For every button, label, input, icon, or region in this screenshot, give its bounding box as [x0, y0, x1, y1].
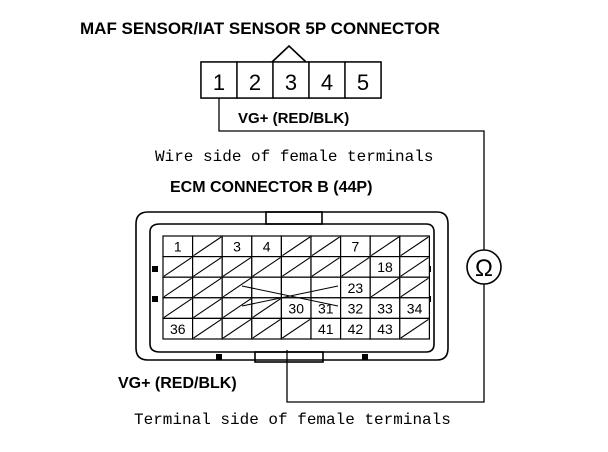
maf-to-meter-wire: [218, 98, 485, 250]
unused-slash: [252, 298, 281, 318]
maf-pin-cell: [236, 61, 274, 99]
maf-pin-number: 1: [213, 70, 225, 95]
maf-pin-cell: [308, 61, 346, 99]
ecm-terminal-number: 7: [352, 239, 360, 255]
unused-slash: [163, 277, 192, 298]
unused-slash: [252, 257, 281, 277]
maf-pin-number: 3: [285, 70, 297, 95]
unused-slash: [400, 318, 429, 339]
ohm-symbol: Ω: [475, 255, 493, 282]
unused-slash: [193, 257, 222, 277]
ecm-terminal-number: 30: [288, 300, 304, 316]
maf-wire-label: VG+ (RED/BLK): [238, 110, 349, 127]
ecm-unused-terminal: [251, 276, 283, 299]
maf-pin-number: 2: [249, 70, 261, 95]
ecm-terminal-number: 42: [348, 321, 364, 337]
ecm-terminal-number: 4: [263, 239, 271, 255]
ecm-terminal-number: 3: [233, 239, 241, 255]
maf-pin-cell: [344, 61, 382, 99]
unused-slash: [252, 318, 281, 339]
unused-slash: [370, 236, 400, 257]
unused-slash: [193, 277, 222, 298]
ecm-terminal-number: 41: [318, 321, 334, 337]
maf-pin-number: 5: [357, 70, 369, 95]
ecm-terminal-number: 43: [377, 321, 393, 337]
unused-slash: [282, 236, 311, 257]
unused-slash: [222, 298, 252, 318]
unused-slash: [341, 257, 370, 277]
ecm-view-note: Terminal side of female terminals: [134, 411, 451, 429]
unused-slash: [282, 257, 311, 277]
ecm-wire-label: VG+ (RED/BLK): [118, 375, 237, 392]
unused-slash: [311, 236, 340, 257]
ecm-terminal-number: 1: [174, 239, 182, 255]
ecm-unused-terminal: [310, 276, 342, 299]
unused-slash: [163, 298, 192, 318]
ecm-terminal-number: 32: [348, 300, 364, 316]
ecm-terminal-number: 33: [377, 300, 393, 316]
unused-slash: [400, 257, 429, 277]
ecm-terminal-number: 18: [377, 259, 393, 275]
unused-slash: [370, 277, 400, 298]
maf-pin-number: 4: [321, 70, 333, 95]
maf-view-note: Wire side of female terminals: [155, 148, 433, 166]
unused-slash: [222, 318, 252, 339]
unused-slash: [400, 277, 429, 298]
unused-slash: [193, 298, 222, 318]
unused-slash: [222, 277, 252, 298]
unused-slash: [400, 236, 429, 257]
ecm-connector-title: ECM CONNECTOR B (44P): [170, 179, 372, 196]
unused-slash: [193, 236, 222, 257]
ecm-terminal-number: 23: [348, 280, 364, 296]
unused-slash: [311, 257, 340, 277]
ecm-to-meter-wire: [286, 284, 485, 403]
unused-slash: [193, 318, 222, 339]
ecm-terminal-number: 36: [170, 321, 186, 337]
ohmmeter-icon: Ω: [466, 249, 502, 285]
unused-slash: [163, 257, 192, 277]
unused-slash: [222, 257, 252, 277]
ecm-terminal-number: 34: [407, 300, 423, 316]
unused-slash: [282, 318, 311, 339]
maf-connector-title: MAF SENSOR/IAT SENSOR 5P CONNECTOR: [80, 19, 440, 38]
